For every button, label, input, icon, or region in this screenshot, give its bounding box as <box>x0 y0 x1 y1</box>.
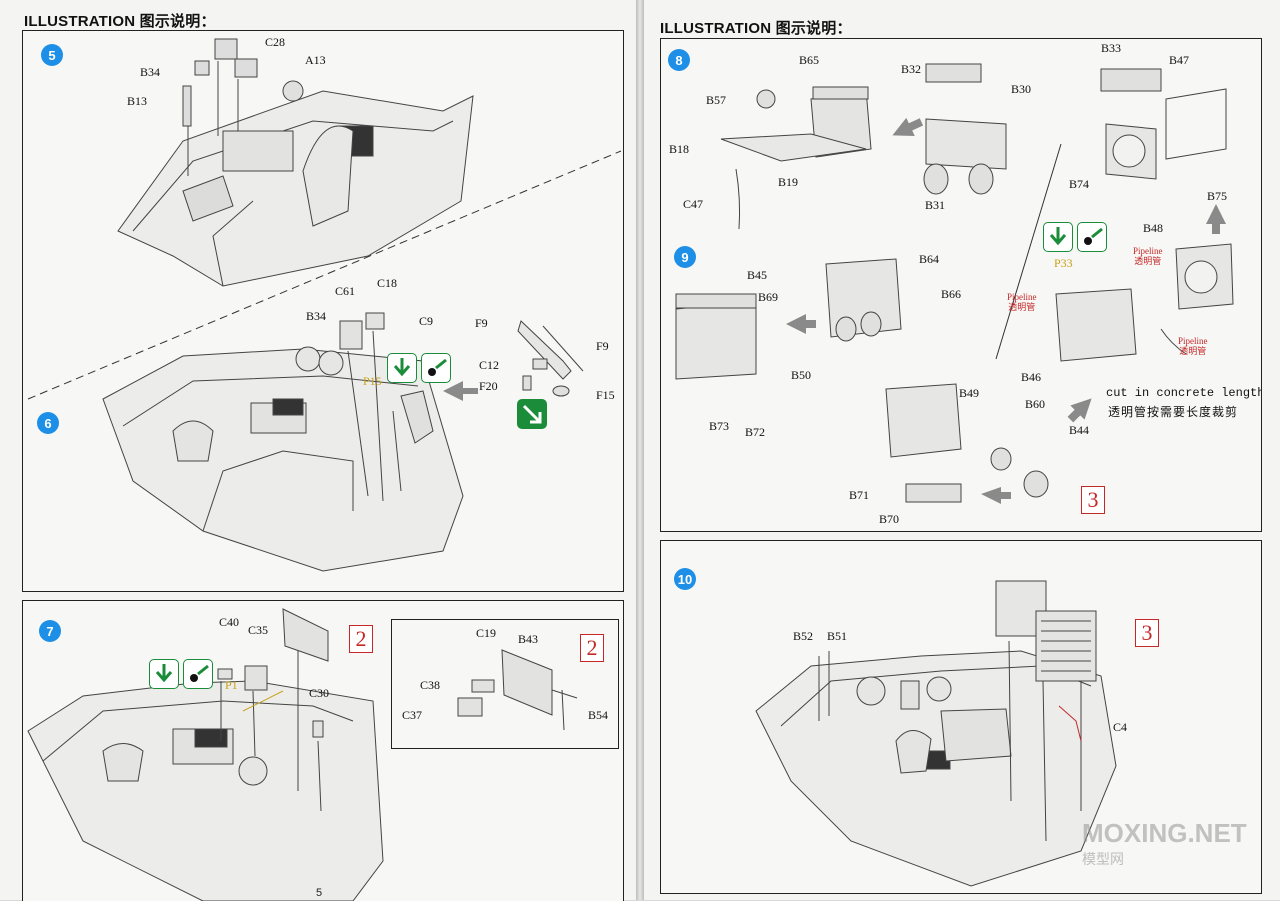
label-F9-top: F9 <box>475 316 488 330</box>
label-B60: B60 <box>1025 397 1046 411</box>
panel-step-7: 7 C40 C35 P1 C30 2 C19 B43 C38 C37 B54 2 <box>22 600 624 901</box>
ref-box-step7-main: 2 <box>349 625 373 653</box>
ref-box-step9: 3 <box>1081 486 1105 514</box>
label-F9-right: F9 <box>596 339 609 353</box>
label-B74: B74 <box>1069 177 1090 191</box>
step-7-inset: C19 B43 C38 C37 B54 2 <box>391 619 619 749</box>
ref-box-step10: 3 <box>1135 619 1159 647</box>
label-C18: C18 <box>377 276 398 290</box>
label-B46: B46 <box>1021 370 1042 384</box>
label-A13: A13 <box>305 53 326 67</box>
paint-arrow-icon-step7 <box>149 659 179 689</box>
photo-etch-icon <box>517 399 547 429</box>
step-6-badge: 6 <box>37 412 59 434</box>
label-B30: B30 <box>1011 82 1032 96</box>
label-B69: B69 <box>758 290 779 304</box>
label-C28: C28 <box>265 35 286 49</box>
step-7-badge: 7 <box>39 620 61 642</box>
label-B47: B47 <box>1169 53 1190 67</box>
label-C47: C47 <box>683 197 704 211</box>
label-C4: C4 <box>1113 720 1128 734</box>
label-P33: P33 <box>1054 256 1073 270</box>
pipeline-label-left: Pipeline 透明管 <box>1007 292 1037 312</box>
panel-steps-5-6: 5 C28 B34 A13 B13 6 C18 C61 C9 B34 P15 F… <box>22 30 624 592</box>
label-F20: F20 <box>479 379 498 393</box>
panel-step-10: 10 B52 B51 C4 3 <box>660 540 1262 894</box>
panel-steps-8-9: 8 B65 B57 B18 B19 C47 B32 B30 B31 B33 B4… <box>660 38 1262 532</box>
label-B31: B31 <box>925 198 946 212</box>
label-C12: C12 <box>479 358 500 372</box>
cut-note-chinese: 透明管按需要长度裁剪 <box>1108 405 1239 419</box>
step-5-badge: 5 <box>41 44 63 66</box>
label-C9: C9 <box>419 314 434 328</box>
label-B71: B71 <box>849 488 870 502</box>
label-B44: B44 <box>1069 423 1090 437</box>
label-B34-step6: B34 <box>306 309 327 323</box>
left-page-number: 5 <box>316 887 323 899</box>
hull-drawing-step-7 <box>27 608 384 901</box>
label-B45: B45 <box>747 268 768 282</box>
label-B52: B52 <box>793 629 814 643</box>
watermark-sub: 模型网 <box>1082 851 1124 867</box>
label-B13: B13 <box>127 94 148 108</box>
engine-drawing-steps-8-9 <box>675 63 1234 504</box>
label-C38: C38 <box>420 678 441 692</box>
page-gutter <box>636 0 644 900</box>
label-B34-step5: B34 <box>140 65 161 79</box>
step-10-badge: 10 <box>674 568 696 590</box>
label-P15: P15 <box>363 374 382 388</box>
label-B66: B66 <box>941 287 962 301</box>
paint-arrow-icon-step9 <box>1043 222 1073 252</box>
inset-part-drawing <box>457 649 578 731</box>
paint-arrow-icon <box>387 353 417 383</box>
label-C61: C61 <box>335 284 356 298</box>
label-B65: B65 <box>799 53 820 67</box>
label-B70: B70 <box>879 512 900 526</box>
pipeline-label-right: Pipeline 透明管 <box>1178 336 1208 356</box>
label-B33: B33 <box>1101 41 1122 55</box>
glue-brush-icon-step7 <box>183 659 213 689</box>
label-B57: B57 <box>706 93 727 107</box>
label-B49: B49 <box>959 386 980 400</box>
label-P1: P1 <box>225 678 238 692</box>
label-B72: B72 <box>745 425 766 439</box>
glue-brush-icon-step9 <box>1077 222 1107 252</box>
label-B64: B64 <box>919 252 940 266</box>
right-page-header: ILLUSTRATION 图示说明： <box>660 20 852 37</box>
label-B32: B32 <box>901 62 922 76</box>
pipeline-label-upper: Pipeline 透明管 <box>1133 246 1163 266</box>
step-9-badge: 9 <box>674 246 696 268</box>
label-B73: B73 <box>709 419 730 433</box>
label-F15: F15 <box>596 388 615 402</box>
label-B50: B50 <box>791 368 812 382</box>
label-B18: B18 <box>669 142 690 156</box>
label-C37: C37 <box>402 708 423 722</box>
label-C40: C40 <box>219 615 240 629</box>
hull-drawing-steps-5-6 <box>27 38 622 572</box>
step-8-badge: 8 <box>668 49 690 71</box>
watermark-logo: MOXING.NET <box>1082 818 1247 848</box>
hull-drawing-step-10 <box>755 580 1117 887</box>
left-page-header: ILLUSTRATION 图示说明： <box>24 13 216 30</box>
cut-note-english: cut in concrete length <box>1106 386 1262 400</box>
label-B75: B75 <box>1207 189 1228 203</box>
label-C19: C19 <box>476 626 497 640</box>
glue-brush-icon <box>421 353 451 383</box>
label-B19: B19 <box>778 175 799 189</box>
label-C35: C35 <box>248 623 269 637</box>
label-B48: B48 <box>1143 221 1164 235</box>
label-B54: B54 <box>588 708 609 722</box>
ref-box-step7-inset: 2 <box>580 634 604 662</box>
label-B51: B51 <box>827 629 848 643</box>
label-B43: B43 <box>518 632 539 646</box>
label-C30: C30 <box>309 686 330 700</box>
